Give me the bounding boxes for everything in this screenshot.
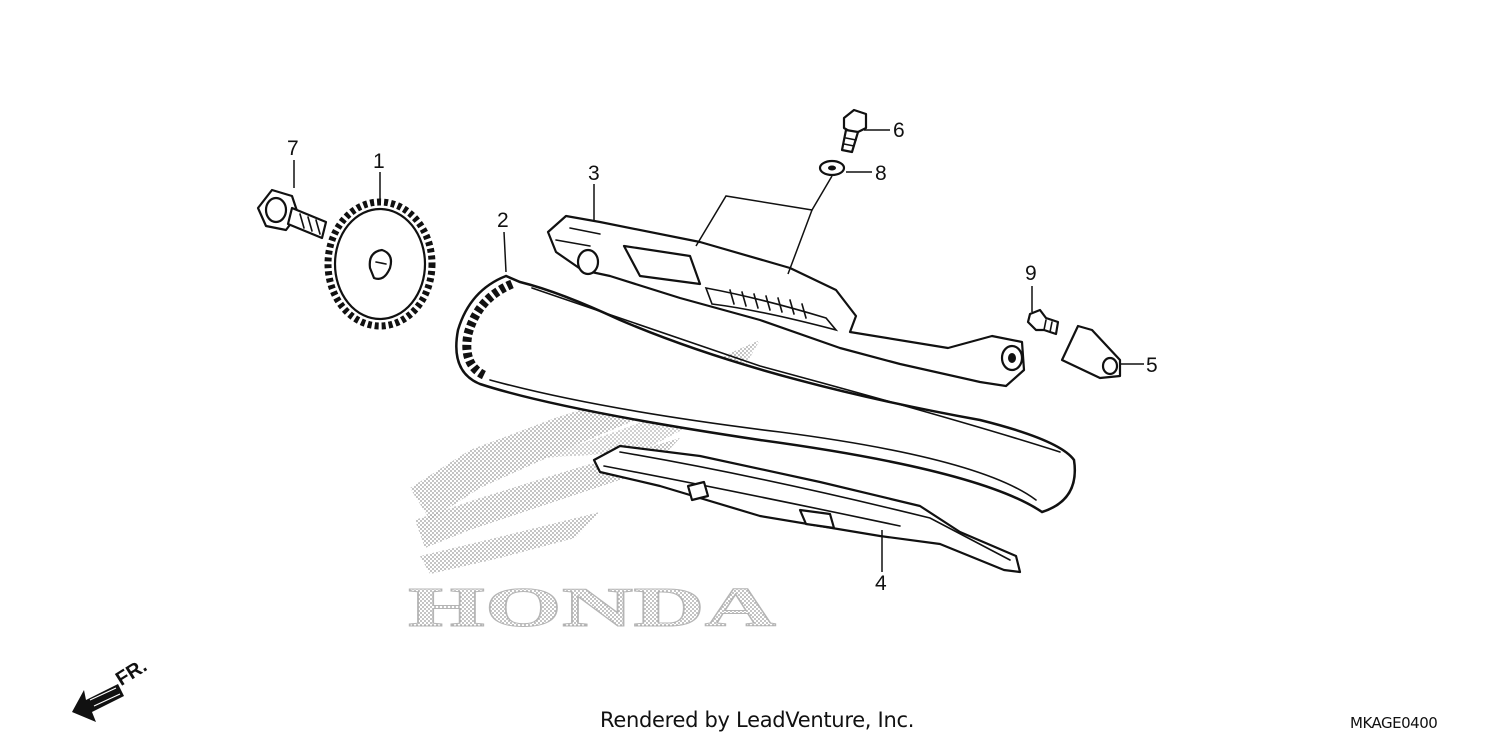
cam-chain-part-2[interactable] [455,274,1077,514]
tensioner-arm-part-3[interactable] [546,214,1026,388]
callout-8: 8 [875,162,887,185]
callout-5: 5 [1146,354,1158,377]
arrow-front-icon [72,684,124,722]
flange-bolt-part-7[interactable] [256,188,328,240]
callout-3: 3 [588,162,600,185]
bracket-part-5[interactable] [1060,324,1122,380]
callout-7: 7 [287,137,299,160]
render-credit: Rendered by LeadVenture, Inc. [600,708,915,732]
chain-guide-part-4[interactable] [592,444,1022,574]
washer-part-8[interactable] [818,159,846,177]
callout-9: 9 [1025,262,1037,285]
cam-sprocket-part-1[interactable] [324,198,436,330]
honda-wordmark: HONDA [408,577,777,639]
callout-1: 1 [373,150,385,173]
leader-lines [293,129,1144,572]
bolt-part-6[interactable] [840,108,868,154]
diagram-code: MKAGE0400 [1350,714,1438,732]
callout-6: 6 [893,119,905,142]
small-bolt-part-9[interactable] [1026,308,1060,336]
callout-2: 2 [497,209,509,232]
callout-4: 4 [875,572,887,595]
